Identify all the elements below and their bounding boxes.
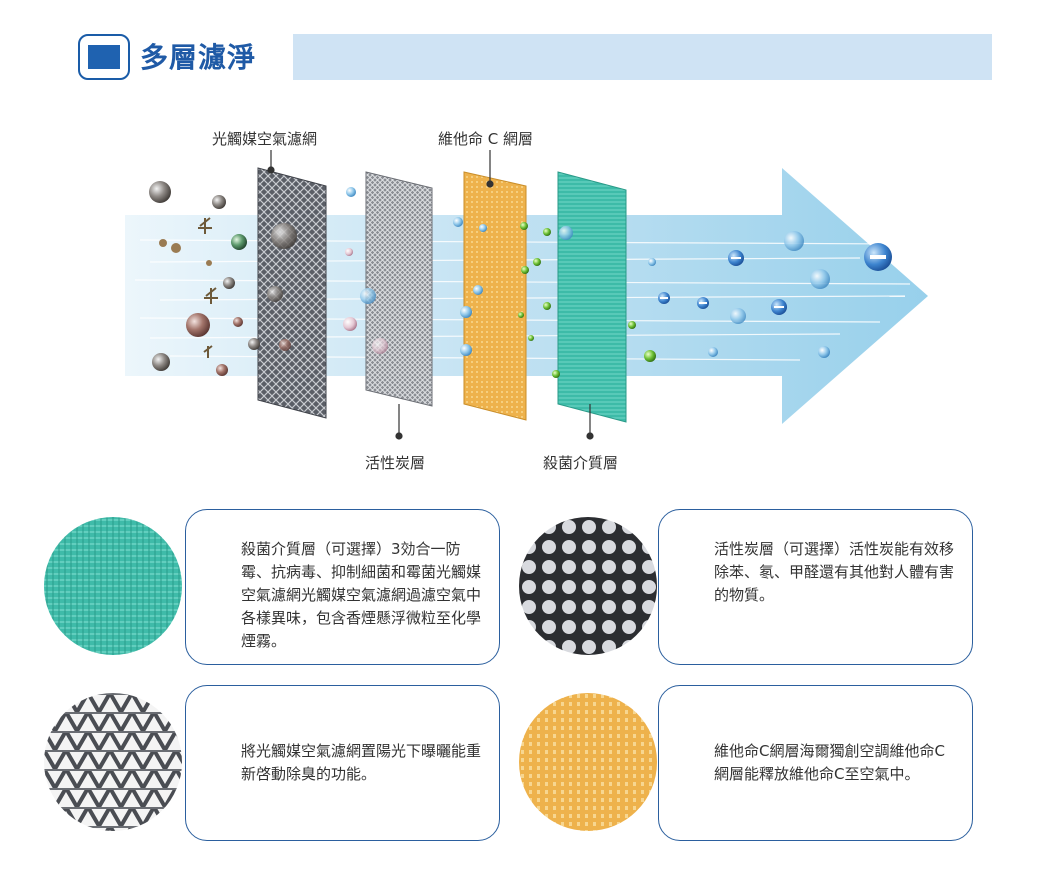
label-vitamin-c: 維他命 C 網層 — [438, 130, 534, 148]
card-text: 維他命C網層海爾獨創空調維他命C網層能釋放維他命C至空氣中。 — [714, 742, 945, 783]
card-text: 將光觸媒空氣濾網置陽光下曝曬能重新啓動除臭的功能。 — [241, 742, 482, 783]
card-carbon: 活性炭層（可選擇）活性炭能有效移除苯、氡、甲醛還有其他對人體有害的物質。 — [658, 509, 973, 665]
filter-diagram — [125, 150, 928, 440]
vitamin-c-texture-image — [519, 693, 657, 831]
carbon-texture-image — [519, 517, 657, 655]
label-antibacterial: 殺菌介質層 — [543, 454, 619, 472]
header-icon — [78, 34, 130, 80]
card-antibacterial: 殺菌介質層（可選擇）3効合一防霉、抗病毒、抑制細菌和霉菌光觸媒空氣濾網光觸媒空氣… — [185, 509, 500, 665]
label-carbon: 活性炭層 — [365, 454, 426, 472]
card-photocatalyst: 將光觸媒空氣濾網置陽光下曝曬能重新啓動除臭的功能。 — [185, 685, 500, 841]
label-photocatalyst: 光觸媒空氣濾網 — [212, 130, 318, 148]
page-title: 多層濾淨 — [140, 41, 257, 74]
photocatalyst-texture-image — [44, 693, 182, 831]
card-text: 活性炭層（可選擇）活性炭能有效移除苯、氡、甲醛還有其他對人體有害的物質。 — [714, 540, 955, 604]
card-vitamin-c: 維他命C網層海爾獨創空調維他命C網層能釋放維他命C至空氣中。 — [658, 685, 973, 841]
header-bar — [293, 34, 992, 80]
card-text: 殺菌介質層（可選擇）3効合一防霉、抗病毒、抑制細菌和霉菌光觸媒空氣濾網光觸媒空氣… — [241, 540, 482, 650]
antibacterial-texture-image — [44, 517, 182, 655]
